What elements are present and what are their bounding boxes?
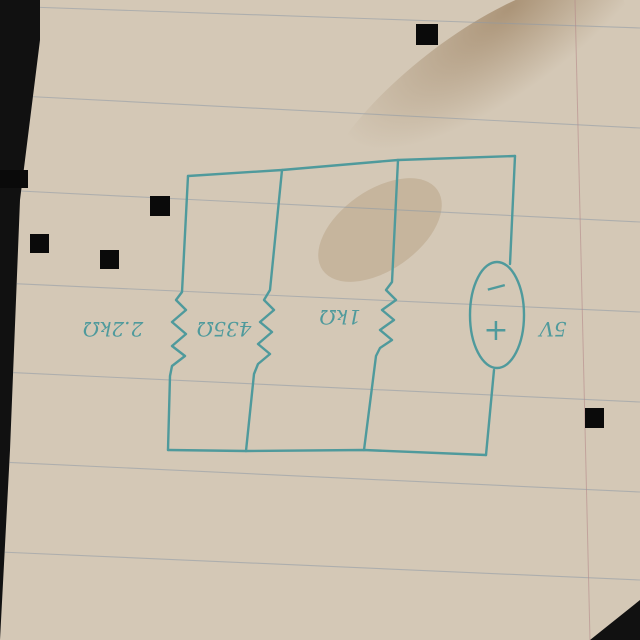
bottom-wire	[166, 448, 488, 457]
source-branch-bottom	[484, 368, 496, 457]
resistor-branch-2	[244, 168, 284, 453]
resistor-branch-3	[362, 158, 400, 452]
voltage-source-circle	[468, 260, 526, 370]
circuit-diagram: − + 2.2kΩ 435Ω 1kΩ 5V	[83, 154, 567, 457]
shadow-streak	[314, 0, 626, 240]
source-plus-symbol: +	[483, 313, 508, 348]
source-label: 5V	[537, 317, 567, 341]
ruled-lines	[0, 5, 640, 581]
resistor-3-label: 1kΩ	[319, 305, 360, 329]
redaction-blocks	[0, 24, 604, 428]
margin-line	[574, 0, 591, 640]
resistor-2-label: 435Ω	[197, 317, 253, 341]
resistor-1-label: 2.2kΩ	[83, 317, 145, 341]
source-branch-top	[508, 154, 517, 266]
top-wire	[186, 154, 517, 178]
resistor-branch-1	[166, 174, 190, 452]
